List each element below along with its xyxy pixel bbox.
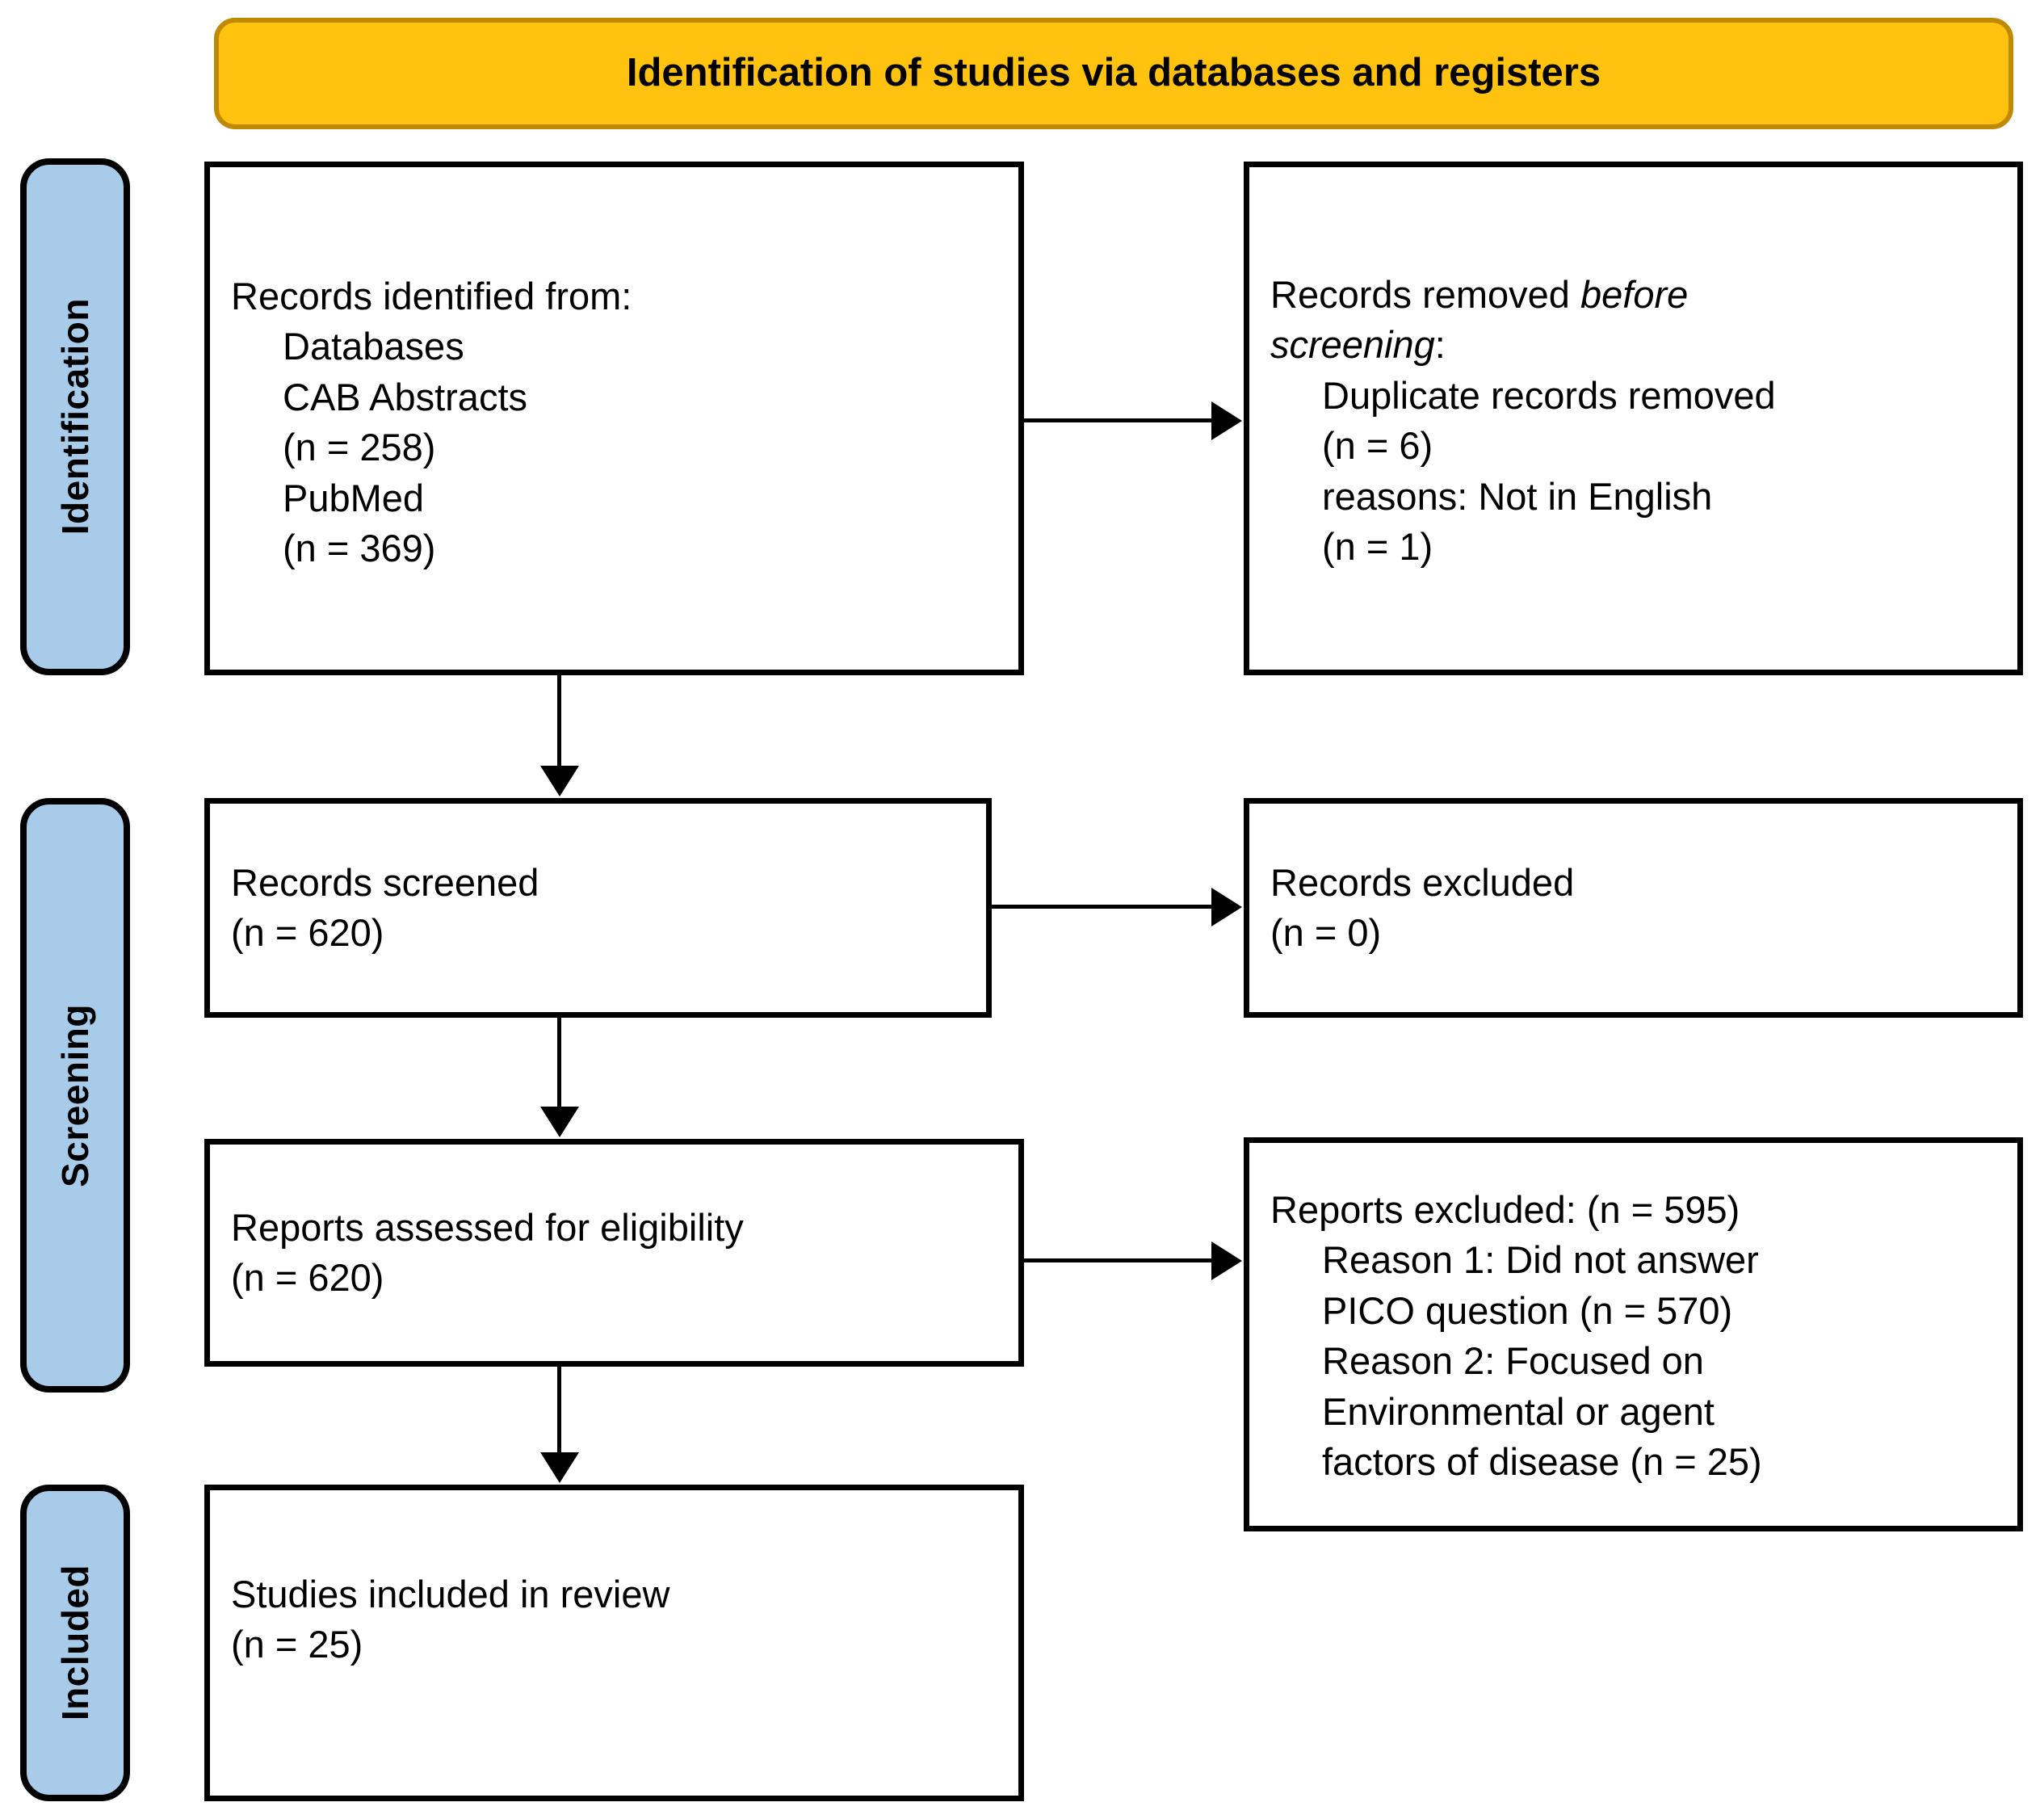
records-excluded-line-1: Records excluded xyxy=(1270,860,1575,904)
records-identified-line-2: Databases xyxy=(283,325,464,368)
records-removed-line-2-colon: : xyxy=(1434,323,1446,366)
box-reports-excluded: Reports excluded: (n = 595) Reason 1: Di… xyxy=(1244,1137,2023,1531)
arrow-shaft xyxy=(557,1018,561,1108)
box-records-excluded: Records excluded (n = 0) xyxy=(1244,798,2023,1018)
records-removed-line-6: (n = 1) xyxy=(1322,525,1433,568)
header-banner: Identification of studies via databases … xyxy=(214,18,2013,129)
box-records-removed-text: Records removed before screening: Duplic… xyxy=(1249,265,2017,573)
records-identified-line-4: (n = 258) xyxy=(283,426,436,468)
reports-excluded-line-3: PICO question (n = 570) xyxy=(1322,1288,1733,1332)
arrow-shaft xyxy=(557,675,561,767)
box-reports-excluded-text: Reports excluded: (n = 595) Reason 1: Di… xyxy=(1249,1182,2017,1488)
box-reports-assessed: Reports assessed for eligibility (n = 62… xyxy=(204,1139,1024,1367)
records-screened-line-1: Records screened xyxy=(231,860,539,904)
arrow-shaft xyxy=(992,905,1213,909)
arrow-head-right-icon xyxy=(1211,888,1242,926)
records-removed-line-4: (n = 6) xyxy=(1322,424,1433,467)
records-removed-line-2-emph: screening xyxy=(1270,323,1435,366)
box-reports-assessed-text: Reports assessed for eligibility (n = 62… xyxy=(210,1203,1018,1304)
arrow-head-down-icon xyxy=(540,766,579,796)
box-records-identified-text: Records identified from: Databases CAB A… xyxy=(210,263,1018,574)
arrow-head-right-icon xyxy=(1211,1241,1242,1280)
records-removed-line-2: screening: xyxy=(1270,320,1996,371)
records-removed-line-1: Records removed before xyxy=(1270,270,1996,321)
studies-included-line-2: (n = 25) xyxy=(231,1623,363,1666)
box-studies-included-text: Studies included in review (n = 25) xyxy=(210,1569,1018,1670)
records-excluded-line-2: (n = 0) xyxy=(1270,911,1382,954)
reports-excluded-line-1: Reports excluded: (n = 595) xyxy=(1270,1187,1740,1231)
box-studies-included: Studies included in review (n = 25) xyxy=(204,1485,1024,1801)
records-identified-line-6: (n = 369) xyxy=(283,527,436,569)
stage-label-included: Included xyxy=(20,1485,130,1801)
box-records-excluded-text: Records excluded (n = 0) xyxy=(1249,858,2017,959)
records-removed-line-3: Duplicate records removed xyxy=(1322,373,1776,417)
records-removed-line-5: reasons: Not in English xyxy=(1322,474,1713,518)
banner-title: Identification of studies via databases … xyxy=(626,51,1601,95)
box-records-screened: Records screened (n = 620) xyxy=(204,798,992,1018)
stage-label-included-text: Included xyxy=(54,1565,96,1721)
records-identified-line-1: Records identified from: xyxy=(231,274,632,317)
records-screened-line-2: (n = 620) xyxy=(231,911,384,954)
stage-label-screening-text: Screening xyxy=(54,1003,96,1187)
records-identified-line-3: CAB Abstracts xyxy=(283,375,527,418)
records-identified-line-5: PubMed xyxy=(283,476,425,519)
stage-label-identification-text: Identification xyxy=(54,298,96,536)
arrow-head-right-icon xyxy=(1211,401,1242,440)
box-records-screened-text: Records screened (n = 620) xyxy=(210,858,986,959)
box-records-removed: Records removed before screening: Duplic… xyxy=(1244,162,2023,675)
arrow-head-down-icon xyxy=(540,1107,579,1137)
reports-excluded-line-2: Reason 1: Did not answer xyxy=(1322,1238,1759,1281)
reports-excluded-line-4: Reason 2: Focused on xyxy=(1322,1339,1704,1382)
stage-label-identification: Identification xyxy=(20,158,130,675)
records-removed-line-1-emph: before xyxy=(1580,272,1689,316)
studies-included-line-1: Studies included in review xyxy=(231,1572,670,1615)
reports-assessed-line-1: Reports assessed for eligibility xyxy=(231,1205,744,1249)
box-records-identified: Records identified from: Databases CAB A… xyxy=(204,162,1024,675)
reports-excluded-line-5: Environmental or agent xyxy=(1322,1389,1715,1433)
stage-label-screening: Screening xyxy=(20,798,130,1393)
reports-assessed-line-2: (n = 620) xyxy=(231,1256,384,1299)
arrow-shaft xyxy=(1024,418,1213,422)
records-removed-line-1-plain: Records removed xyxy=(1270,272,1580,316)
arrow-shaft xyxy=(557,1367,561,1454)
arrow-head-down-icon xyxy=(540,1452,579,1483)
reports-excluded-line-6: factors of disease (n = 25) xyxy=(1322,1440,1762,1483)
arrow-shaft xyxy=(1024,1258,1213,1262)
